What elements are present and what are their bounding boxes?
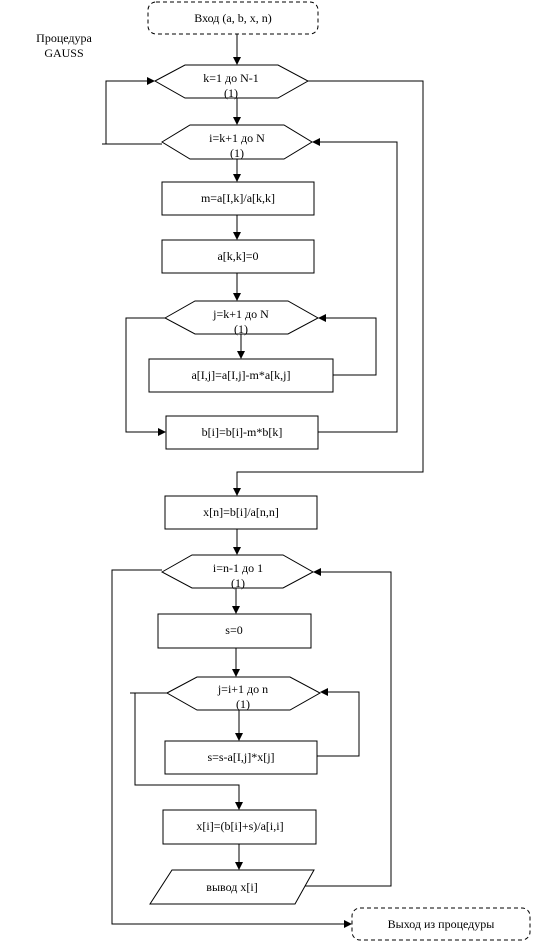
s-zero-text: s=0 (225, 623, 242, 637)
exit-text: Выход из процедуры (388, 917, 495, 931)
exit-terminator: Выход из процедуры (351, 907, 531, 941)
m-assign-box: m=a[I,k]/a[k,k] (161, 181, 315, 216)
xn-assign-box: x[n]=b[i]/a[n,n] (164, 495, 318, 530)
loop-i2-count: (1) (231, 576, 245, 590)
b-update-text: b[i]=b[i]-m*b[k] (202, 425, 283, 439)
loop-j2-hexagon: j=i+1 до n (1) (165, 676, 322, 711)
s-update-box: s=s-a[I,j]*x[j] (164, 740, 318, 775)
a-update-box: a[I,j]=a[I,j]-m*a[k,j] (148, 358, 334, 393)
b-update-box: b[i]=b[i]-m*b[k] (165, 415, 319, 450)
loop-j1-label: j=k+1 до N (212, 307, 269, 321)
xn-assign-text: x[n]=b[i]/a[n,n] (203, 505, 279, 519)
start-text: Вход (a, b, x, n) (194, 11, 271, 25)
output-text: вывод x[i] (206, 880, 257, 894)
loop-i1-count: (1) (230, 146, 244, 160)
loop-k-count: (1) (224, 86, 238, 100)
loop-i1-hexagon: i=k+1 до N (1) (161, 124, 313, 160)
akk-zero-box: a[k,k]=0 (161, 239, 315, 274)
output-parallelogram: вывод x[i] (149, 869, 315, 905)
procedure-label-line2: GAUSS (44, 46, 83, 60)
xi-assign-box: x[i]=(b[i]+s)/a[i,i] (162, 809, 317, 845)
loop-k-hexagon: k=1 до N-1 (1) (153, 64, 310, 100)
loop-i2-label: i=n-1 до 1 (213, 561, 263, 575)
loop-k-label: k=1 до N-1 (203, 71, 259, 85)
procedure-label-line1: Процедура (36, 31, 92, 45)
loop-j2-count: (1) (236, 697, 250, 711)
xi-assign-text: x[i]=(b[i]+s)/a[i,i] (196, 819, 283, 833)
loop-j1-count: (1) (234, 322, 248, 336)
m-assign-text: m=a[I,k]/a[k,k] (201, 191, 275, 205)
akk-zero-text: a[k,k]=0 (217, 249, 258, 263)
loop-j1-hexagon: j=k+1 до N (1) (163, 300, 320, 336)
loop-i2-hexagon: i=n-1 до 1 (1) (160, 554, 315, 590)
s-zero-box: s=0 (157, 613, 312, 649)
loop-j2-label: j=i+1 до n (217, 682, 268, 696)
s-update-text: s=s-a[I,j]*x[j] (207, 750, 274, 764)
a-update-text: a[I,j]=a[I,j]-m*a[k,j] (191, 368, 290, 382)
start-terminator: Вход (a, b, x, n) (147, 1, 319, 35)
loop-i1-label: i=k+1 до N (209, 131, 265, 145)
